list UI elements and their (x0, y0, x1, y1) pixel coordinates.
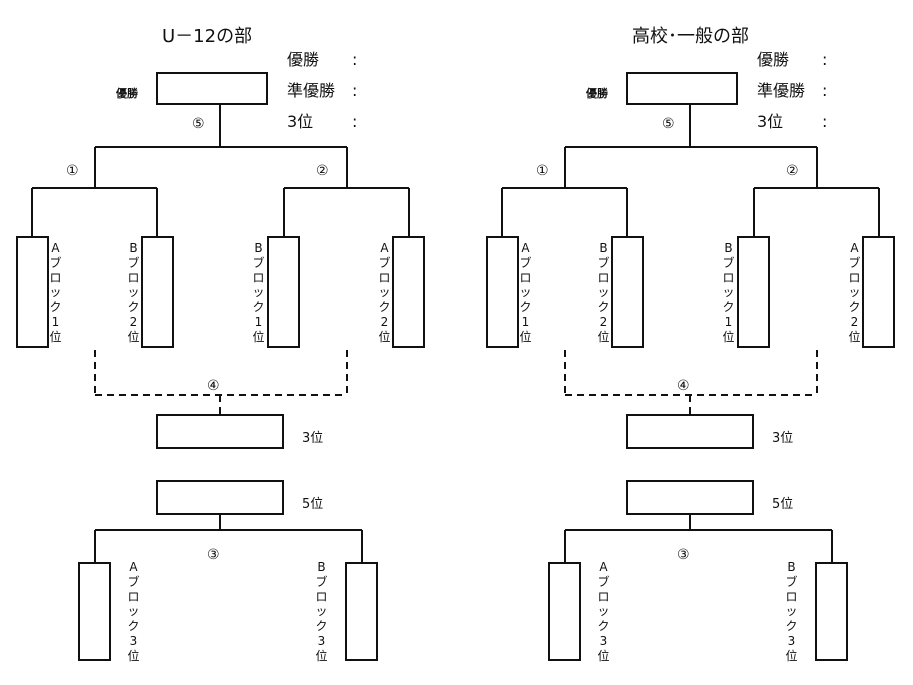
u12-fifth-place-box (156, 480, 284, 515)
u12-third-place-label: 3位 (302, 431, 324, 446)
u12-team-box (267, 236, 300, 348)
general-team-box (486, 236, 519, 348)
u12-third-place-box (156, 414, 284, 449)
general-match-4-label: ④ (677, 378, 690, 394)
u12-match-4-label: ④ (207, 378, 220, 394)
u12-result-label: 3位 (287, 112, 314, 131)
u12-team-box (78, 562, 111, 661)
general-team-box (862, 236, 895, 348)
general-fifth-place-label: 5位 (772, 497, 794, 512)
general-result-label: 3位 (757, 112, 784, 131)
general-match-3-label: ③ (677, 547, 690, 563)
general-third-place-box (626, 414, 754, 449)
general-team-box (548, 562, 581, 661)
u12-champion-label: 優勝 (116, 87, 138, 100)
general-result-label: 優勝 (757, 50, 790, 69)
general-team-box (815, 562, 848, 661)
u12-result-label: 準優勝 (287, 81, 336, 100)
u12-result-colon: : (352, 112, 358, 131)
general-result-colon: : (822, 50, 828, 69)
general-result-colon: : (822, 81, 828, 100)
general-match-5-label: ⑤ (662, 116, 675, 132)
u12-match-3-label: ③ (207, 547, 220, 563)
general-fifth-place-box (626, 480, 754, 515)
u12-result-colon: : (352, 81, 358, 100)
u12-team-box (345, 562, 378, 661)
general-match-2-label: ② (786, 163, 799, 179)
u12-bracket-title: U－12の部 (162, 26, 253, 47)
general-bracket-title: 高校･一般の部 (632, 26, 749, 47)
general-team-box (611, 236, 644, 348)
general-result-label: 準優勝 (757, 81, 806, 100)
general-third-place-label: 3位 (772, 431, 794, 446)
u12-match-5-label: ⑤ (192, 116, 205, 132)
u12-team-box (392, 236, 425, 348)
general-result-colon: : (822, 112, 828, 131)
general-match-1-label: ① (536, 163, 549, 179)
general-team-box (737, 236, 770, 348)
u12-match-2-label: ② (316, 163, 329, 179)
u12-team-box (16, 236, 49, 348)
general-champion-box (626, 72, 738, 105)
general-champion-label: 優勝 (586, 87, 608, 100)
u12-champion-box (156, 72, 268, 105)
u12-result-label: 優勝 (287, 50, 320, 69)
u12-result-colon: : (352, 50, 358, 69)
u12-fifth-place-label: 5位 (302, 497, 324, 512)
u12-team-box (141, 236, 174, 348)
u12-match-1-label: ① (66, 163, 79, 179)
